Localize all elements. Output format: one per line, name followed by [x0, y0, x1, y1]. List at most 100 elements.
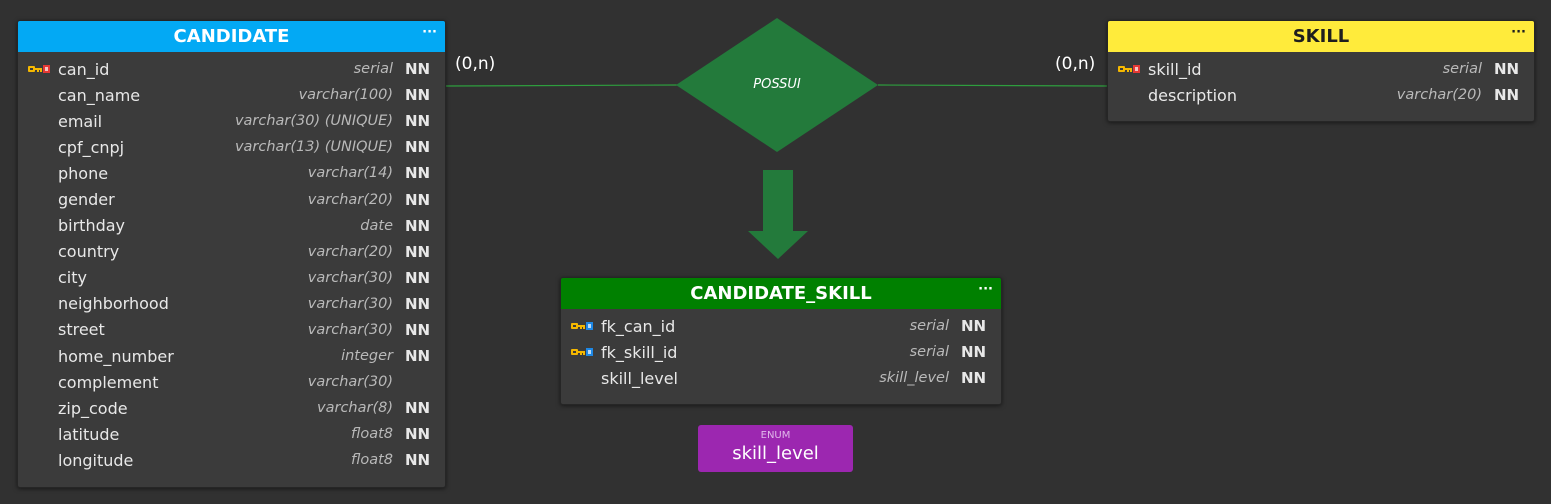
relationship-diamond[interactable]: [676, 18, 878, 152]
column-not-null: NN: [405, 242, 431, 261]
column-name: latitude: [58, 424, 120, 444]
column-type: varchar(30): [307, 321, 393, 338]
column-type: varchar(100): [298, 87, 393, 104]
column-row[interactable]: fk_can_id serial NN: [561, 313, 1001, 339]
column-type: skill_level: [879, 370, 949, 387]
column-name: longitude: [58, 450, 134, 470]
table-title: CANDIDATE_SKILL: [690, 283, 872, 304]
fk-key-icon: [561, 320, 601, 332]
column-not-null: NN: [961, 343, 987, 362]
column-type: varchar(30): [307, 295, 393, 312]
column-row[interactable]: can_name varchar(100) NN: [18, 82, 445, 108]
enum-skill-level[interactable]: ENUM skill_level: [698, 425, 853, 472]
relationship-label: POSSUI: [753, 77, 801, 92]
connector-candidate-possui[interactable]: [445, 84, 679, 87]
table-header[interactable]: CANDIDATE ···: [18, 21, 445, 52]
column-not-null: NN: [1494, 86, 1520, 105]
column-type: serial: [909, 318, 949, 335]
column-name: country: [58, 242, 120, 262]
column-row[interactable]: fk_skill_id serial NN: [561, 339, 1001, 365]
column-not-null: NN: [961, 317, 987, 336]
column-not-null: NN: [405, 60, 431, 79]
column-row[interactable]: street varchar(30) NN: [18, 317, 445, 343]
column-name: email: [58, 111, 103, 131]
column-type: varchar(20): [307, 191, 393, 208]
column-not-null: NN: [405, 268, 431, 287]
enum-tag: ENUM: [760, 430, 791, 441]
column-row[interactable]: skill_id serial NN: [1108, 56, 1534, 82]
column-name: fk_skill_id: [601, 342, 678, 362]
column-type: serial: [909, 344, 949, 361]
column-row[interactable]: can_id serial NN: [18, 56, 445, 82]
column-type: varchar(30) (UNIQUE): [234, 113, 393, 130]
column-row[interactable]: neighborhood varchar(30) NN: [18, 291, 445, 317]
column-type: varchar(8): [317, 400, 393, 417]
column-not-null: NN: [405, 425, 431, 444]
table-header[interactable]: CANDIDATE_SKILL ···: [561, 278, 1001, 309]
cardinality-left: (0,n): [455, 54, 496, 74]
column-not-null: NN: [405, 86, 431, 105]
column-type: varchar(30): [307, 374, 393, 391]
column-not-null: NN: [405, 399, 431, 418]
column-name: skill_level: [601, 368, 678, 388]
column-name: phone: [58, 163, 109, 183]
connector-possui-skill[interactable]: [877, 84, 1108, 87]
column-not-null: NN: [405, 190, 431, 209]
cardinality-right: (0,n): [1055, 54, 1096, 74]
column-type: date: [360, 217, 393, 234]
fk-key-icon: [561, 346, 601, 358]
column-name: can_id: [58, 59, 110, 79]
column-type: serial: [1442, 61, 1482, 78]
column-not-null: NN: [405, 320, 431, 339]
table-menu-button[interactable]: ···: [422, 25, 437, 40]
table-title: CANDIDATE: [173, 26, 290, 47]
column-type: varchar(14): [307, 165, 393, 182]
pk-key-icon: [18, 63, 58, 75]
column-row[interactable]: gender varchar(20) NN: [18, 186, 445, 212]
column-not-null: NN: [405, 138, 431, 157]
column-not-null: NN: [1494, 60, 1520, 79]
column-not-null: NN: [405, 216, 431, 235]
column-type: float8: [350, 452, 393, 469]
column-name: complement: [58, 372, 159, 392]
table-menu-button[interactable]: ···: [978, 282, 993, 297]
column-name: fk_can_id: [601, 316, 676, 336]
column-name: description: [1148, 85, 1237, 105]
column-not-null: NN: [405, 294, 431, 313]
column-type: serial: [353, 61, 393, 78]
column-name: skill_id: [1148, 59, 1202, 79]
column-name: street: [58, 320, 105, 340]
column-name: neighborhood: [58, 294, 169, 314]
column-not-null: NN: [405, 347, 431, 366]
column-name: can_name: [58, 85, 141, 105]
table-header[interactable]: SKILL ···: [1108, 21, 1534, 52]
column-type: varchar(30): [307, 269, 393, 286]
column-row[interactable]: longitude float8 NN: [18, 447, 445, 473]
down-arrow-icon: [748, 170, 808, 259]
table-menu-button[interactable]: ···: [1511, 25, 1526, 40]
column-name: gender: [58, 190, 115, 210]
column-not-null: NN: [405, 451, 431, 470]
column-type: float8: [350, 426, 393, 443]
column-row[interactable]: complement varchar(30): [18, 369, 445, 395]
pk-key-icon: [1108, 63, 1148, 75]
column-row[interactable]: latitude float8 NN: [18, 421, 445, 447]
